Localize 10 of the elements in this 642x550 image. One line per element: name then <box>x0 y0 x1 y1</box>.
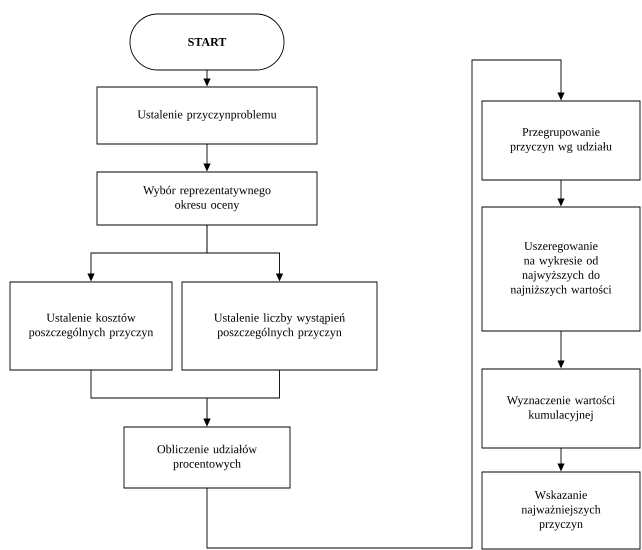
process-box: Uszeregowanie na wykresie od najwyższych do najniższych wartości <box>482 206 640 332</box>
arrow <box>206 60 565 548</box>
process-box: Ustalenie przyczynproblemu <box>96 86 318 144</box>
process-box: Wyznaczenie wartości kumulacyjnej <box>482 368 640 448</box>
process-box: Przegrupowanie przyczyn wg udziału <box>482 100 640 180</box>
process-box: Obliczenie udziałów procentowych <box>124 426 290 488</box>
process-box: Wskazanie najważniejszych przyczyn <box>482 472 640 550</box>
process-box: Ustalenie kosztów poszczególnych przyczyn <box>10 282 172 370</box>
process-box: Wybór reprezentatywnego okresu oceny <box>96 172 318 226</box>
process-box: Ustalenie liczby wystąpień poszczególnych przyczyn <box>182 282 378 370</box>
